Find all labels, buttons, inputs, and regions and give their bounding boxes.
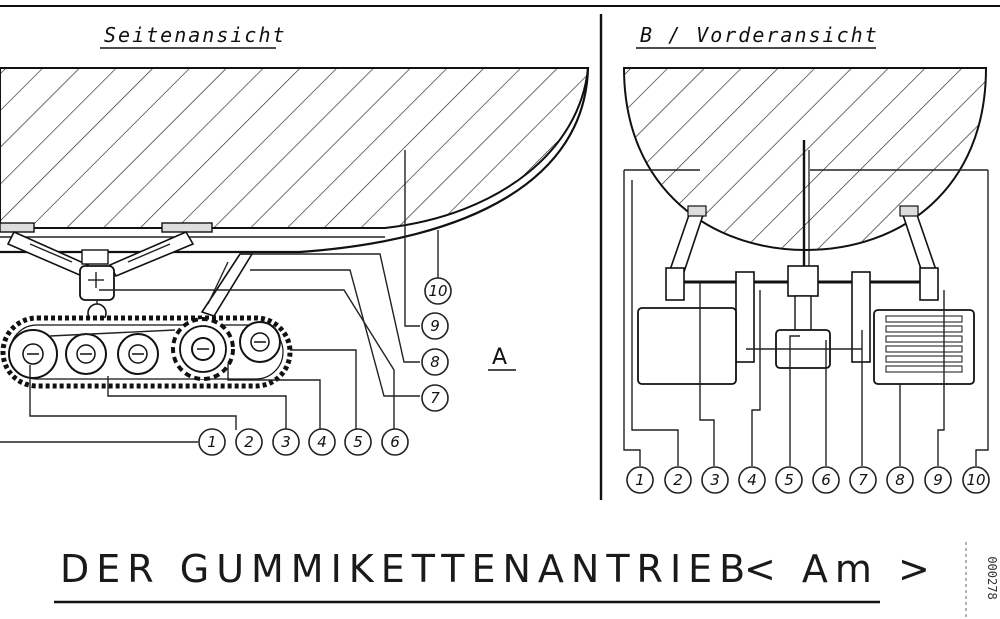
side-marker-10: 10 [424,277,452,305]
side-marker-5: 5 [344,428,372,456]
front-marker-8: 8 [886,466,914,494]
arm-slot-right [127,243,171,263]
section-mark-a: A [492,345,507,370]
front-center-block [787,265,819,297]
drive-strut-axis [207,261,229,305]
road-wheel-1 [8,329,58,379]
front-hub-left [665,267,685,301]
front-radiator [873,309,975,385]
side-marker-1: 1 [198,428,226,456]
svg-text:10: 10 [966,471,985,489]
front-shaft [794,295,812,333]
side-marker-2: 2 [235,428,263,456]
front-marker-5: 5 [775,466,803,494]
side-marker-8: 8 [421,348,449,376]
svg-text:2: 2 [673,471,683,489]
svg-text:5: 5 [784,471,794,489]
svg-text:2: 2 [244,433,254,451]
bracket-left [0,222,35,233]
road-wheel-3 [117,333,159,375]
front-leader-lines [623,169,989,466]
front-battery-box [637,307,737,385]
svg-text:3: 3 [281,433,291,451]
main-title: DER GUMMIKETTENANTRIEB [60,547,752,591]
svg-text:6: 6 [390,433,400,451]
suspension-arm-left [6,230,90,278]
central-pivot-housing [79,265,115,301]
road-wheel-2 [65,333,107,375]
front-marker-7: 7 [849,466,877,494]
front-marker-9: 9 [924,466,952,494]
svg-text:10: 10 [428,282,447,300]
bracket-right [161,222,213,233]
front-bracket-left [687,205,707,217]
svg-text:8: 8 [430,353,440,371]
front-support-b [851,271,871,363]
svg-text:7: 7 [858,471,868,489]
svg-text:4: 4 [747,471,757,489]
svg-text:3: 3 [710,471,720,489]
svg-text:000278: 000278 [985,556,999,599]
front-marker-1: 1 [626,466,654,494]
svg-text:9: 9 [933,471,943,489]
side-marker-4: 4 [308,428,336,456]
side-marker-3: 3 [272,428,300,456]
front-arm-left [668,211,706,273]
front-hub-right [919,267,939,301]
front-marker-2: 2 [664,466,692,494]
svg-text:5: 5 [353,433,363,451]
hull-outer-skin [0,67,590,254]
svg-text:7: 7 [430,389,440,407]
pivot-block [81,249,109,265]
idler-wheel [239,321,281,363]
front-marker-3: 3 [701,466,729,494]
svg-text:1: 1 [635,471,645,489]
bogie-beam [49,329,176,337]
front-arm-right [900,211,938,273]
front-marker-6: 6 [812,466,840,494]
front-marker-4: 4 [738,466,766,494]
side-marker-6: 6 [381,428,409,456]
svg-text:8: 8 [895,471,905,489]
svg-text:9: 9 [430,317,440,335]
side-marker-7: 7 [421,384,449,412]
svg-text:1: 1 [207,433,217,451]
suspension-arm-right [108,230,195,278]
model-tag: < Am > [744,547,937,591]
side-leader-lines [0,150,439,443]
front-marker-10: 10 [962,466,990,494]
front-view-title: B / Vorderansicht [640,23,879,47]
archive-stamp: 000278 [965,542,999,619]
svg-text:6: 6 [821,471,831,489]
side-marker-9: 9 [421,312,449,340]
hull-section-hatched [0,67,590,229]
svg-text:4: 4 [317,433,327,451]
side-view-title: Seitenansicht [104,23,287,47]
drive-sprocket [171,317,235,381]
arm-slot-left [29,243,73,263]
front-bracket-right [899,205,919,217]
